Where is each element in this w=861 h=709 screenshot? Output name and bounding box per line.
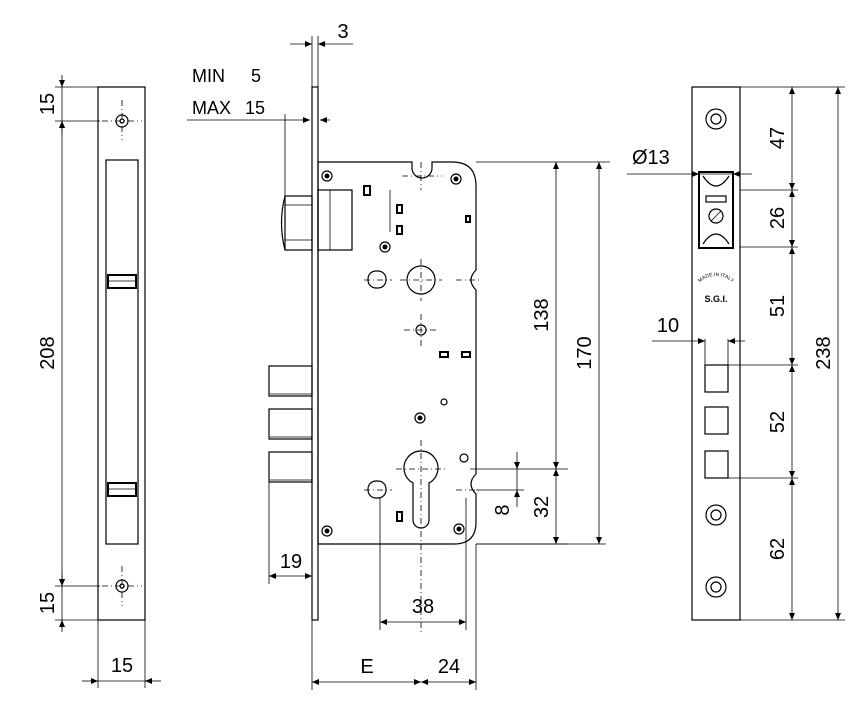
- dim-plate-width: 15: [111, 655, 133, 677]
- dim-47: 47: [767, 127, 789, 149]
- dim-bottom-hole-offset: 15: [37, 592, 59, 614]
- front-latch-window: [107, 274, 137, 289]
- label-max: MAX: [192, 98, 231, 118]
- dim-238: 238: [813, 336, 835, 369]
- label-max-value: 15: [245, 98, 265, 118]
- deadbolt: [268, 365, 313, 483]
- right-top-screw-icon: [705, 108, 727, 130]
- bolt-window-1: [704, 364, 729, 393]
- side-view: 3 MIN 5 MAX 15 138 170 8 32 19 38: [187, 21, 610, 690]
- right-mid-screw-icon: [705, 504, 727, 526]
- dim-backset-e: E: [360, 656, 373, 678]
- dim-top-hole-offset: 15: [37, 93, 59, 115]
- dim-case-height-138: 138: [531, 298, 553, 331]
- front-bolt-window: [107, 482, 137, 497]
- front-plate-outline: [97, 86, 146, 621]
- dim-faceplate-thickness: 3: [337, 21, 348, 43]
- dim-26: 26: [767, 207, 789, 229]
- case-screws: [321, 170, 469, 537]
- front-plate-view: 15 208 15 15: [37, 75, 161, 688]
- dim-handle-spacing: 38: [412, 596, 434, 618]
- label-min: MIN: [192, 66, 225, 86]
- bolt-window-2: [704, 406, 729, 435]
- latch-head-icon: [698, 171, 734, 249]
- dim-bolt-width: 10: [657, 315, 679, 337]
- label-min-value: 5: [251, 66, 261, 86]
- bolt-window-3: [704, 450, 729, 479]
- dim-hole-spacing: 208: [37, 336, 59, 369]
- dim-cylinder-offset-8: 8: [492, 504, 514, 515]
- dim-51: 51: [767, 295, 789, 317]
- latch-bolt: [280, 189, 353, 251]
- side-slot-upper-left: [367, 270, 387, 289]
- dim-bolt-projection: 19: [280, 551, 302, 573]
- right-faceplate-view: MADE IN ITALY S.G.I. 47 26 51 52 62 238: [627, 86, 845, 621]
- dim-62: 62: [767, 538, 789, 560]
- manufacturer-stamp: MADE IN ITALY S.G.I.: [697, 272, 735, 304]
- stamp-line2: S.G.I.: [704, 294, 727, 304]
- dim-cylinder-offset-32: 32: [531, 496, 553, 518]
- case-small-parts: [363, 185, 471, 522]
- dim-52: 52: [767, 411, 789, 433]
- right-bottom-screw-icon: [705, 576, 727, 598]
- front-mortise-body: [105, 159, 139, 545]
- lock-case-outline: [317, 161, 477, 545]
- side-faceplate: [311, 86, 319, 621]
- dim-case-height-170: 170: [574, 336, 596, 369]
- right-plate-outline: [691, 86, 741, 621]
- dim-center-distance: 24: [438, 656, 460, 678]
- dim-diameter: Ø13: [632, 147, 670, 169]
- side-slot-lower-left: [367, 480, 387, 499]
- stamp-line1: MADE IN ITALY: [697, 272, 735, 284]
